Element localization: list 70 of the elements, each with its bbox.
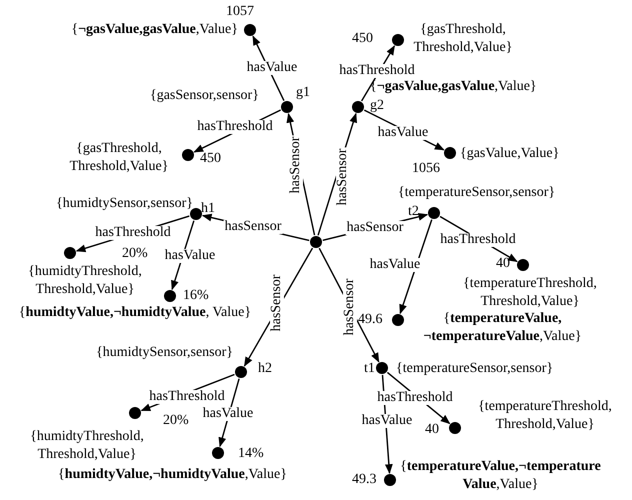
node-annotation: {gasThreshold, Threshold,Value} (68, 140, 170, 176)
node-annotation: {humidtySensor,sensor} (95, 344, 233, 362)
node-annotation: {gasSensor,sensor} (150, 87, 259, 105)
node-annotation: h1 (201, 200, 215, 218)
node-dot (182, 149, 194, 161)
edge-label: hasSensor (289, 136, 303, 194)
node-annotation: g1 (296, 84, 310, 102)
node-dot (444, 147, 456, 159)
node-dot (384, 474, 396, 486)
edge-label: hasValue (376, 126, 430, 140)
node-annotation: 20% (163, 412, 189, 430)
edge-label: hasValue (164, 249, 216, 263)
node-annotation: {humidtySensor,sensor} (55, 195, 193, 213)
node-dot (129, 407, 141, 419)
node-dot (190, 208, 202, 220)
edge-label: hasValue (368, 258, 422, 272)
node-annotation: {¬gasValue,gasValue,Value} (70, 21, 238, 39)
node-annotation: t2 (408, 203, 419, 221)
node-dot (244, 24, 256, 36)
node-annotation: 40 (496, 255, 510, 273)
node-annotation: {temperatureValue, ¬temperatureValue,Value} (422, 310, 583, 346)
node-annotation: 49.6 (358, 311, 382, 329)
node-annotation: 14% (238, 445, 264, 463)
node-annotation: 40 (425, 421, 439, 439)
node-dot (428, 207, 440, 219)
node-dot (517, 259, 529, 271)
edge-label: hasValue (360, 414, 414, 428)
node-annotation: 1056 (412, 160, 440, 178)
edge-label: hasSensor (343, 278, 357, 336)
edge-label: hasThreshold (196, 120, 274, 134)
node-annotation: 20% (122, 245, 148, 263)
arrow (399, 219, 432, 314)
node-annotation: {gasValue,Value} (460, 145, 560, 163)
node-annotation: g2 (370, 97, 384, 115)
node-annotation: {humidtyValue,¬humidtyValue,Value} (57, 466, 288, 484)
edge-label: hasValue (202, 407, 254, 421)
node-annotation: 1057 (226, 3, 254, 21)
node-dot (392, 314, 404, 326)
edge-label: hasThreshold (338, 64, 416, 78)
node-annotation: t1 (364, 360, 375, 378)
node-annotation: {temperatureThreshold, Threshold,Value} (477, 398, 613, 434)
edge-label: hasSensor (346, 221, 404, 235)
edge-label: hasSensor (270, 274, 284, 332)
edge-label: hasSensor (224, 220, 282, 234)
node-annotation: {temperatureValue,¬temperatureValue,Value} (399, 458, 602, 494)
node-annotation: h2 (258, 360, 272, 378)
node-annotation: 49.3 (352, 471, 376, 489)
node-dot (164, 290, 176, 302)
node-annotation: {temperatureSensor,sensor} (396, 360, 554, 378)
node-dot (281, 101, 293, 113)
node-annotation: {humidtyThreshold, Threshold,Value} (27, 263, 143, 299)
node-annotation: 16% (183, 287, 209, 305)
node-dot (449, 422, 461, 434)
edge-label: hasValue (246, 61, 298, 75)
node-dot (352, 101, 364, 113)
node-dot (310, 236, 322, 248)
node-dot (376, 362, 388, 374)
edge-label: hasThreshold (376, 391, 454, 405)
node-annotation: 450 (352, 30, 373, 48)
node-dot (64, 247, 76, 259)
node-annotation: {gasThreshold, Threshold,Value} (412, 21, 514, 57)
edge-label: hasThreshold (439, 233, 517, 247)
node-dot (212, 447, 224, 459)
node-annotation: 450 (200, 150, 221, 168)
node-annotation: {temperatureSensor,sensor} (398, 184, 556, 202)
edge-label: hasThreshold (94, 226, 172, 240)
node-annotation: {humidtyValue,¬humidtyValue, Value} (18, 304, 252, 322)
node-dot (235, 366, 247, 378)
edge-label: hasThreshold (148, 390, 226, 404)
node-dot (392, 34, 404, 46)
